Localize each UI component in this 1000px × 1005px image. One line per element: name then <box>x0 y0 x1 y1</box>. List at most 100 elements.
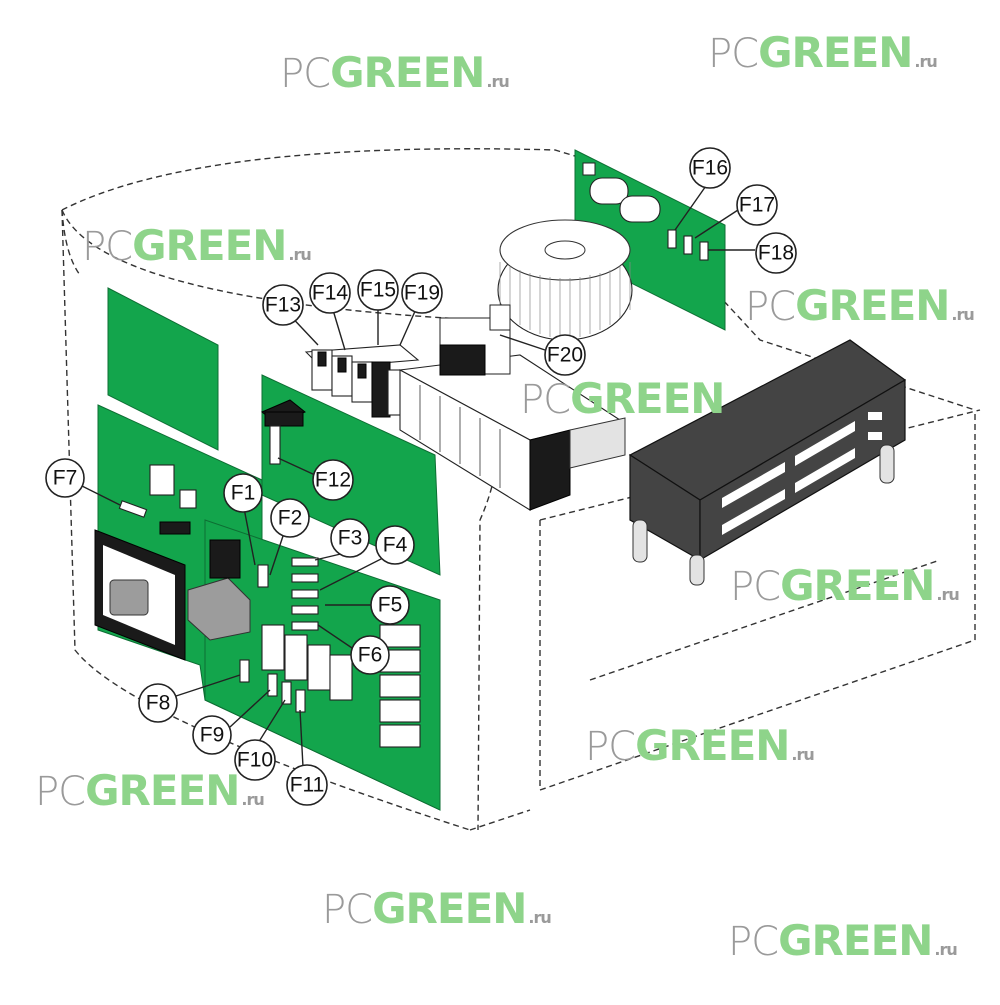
callout-f7-label: F7 <box>53 467 78 490</box>
watermark-prefix: PC <box>728 919 779 965</box>
watermark-suffix: .ru <box>528 908 551 927</box>
callout-f7: F7 <box>45 458 85 498</box>
watermark: PCGREEN.ru <box>728 919 958 965</box>
callout-f6: F6 <box>350 635 390 675</box>
watermark: PCGREEN.ru <box>730 564 960 610</box>
callout-f7-circle <box>45 458 85 498</box>
watermark-suffix: .ru <box>914 52 937 71</box>
callout-f14-circle <box>309 272 351 314</box>
callout-f18-circle <box>755 232 797 274</box>
callout-f2-circle <box>270 498 310 538</box>
watermark: PCGREEN.ru <box>82 224 312 270</box>
callout-f12: F12 <box>312 459 354 501</box>
watermark-prefix: PC <box>322 887 373 933</box>
power-supply-module <box>628 339 907 586</box>
pcb-panel-upper-left <box>107 287 219 451</box>
callout-f18: F18 <box>755 232 797 274</box>
callout-f17-label: F17 <box>739 194 775 217</box>
callout-f15-label: F15 <box>360 279 396 302</box>
terminal-block-row <box>398 304 626 511</box>
watermark-prefix: PC <box>745 284 796 330</box>
callout-f14: F14 <box>309 272 351 314</box>
watermark-suffix: .ru <box>241 790 264 809</box>
fuse-f16 <box>667 229 677 249</box>
callout-f17: F17 <box>736 184 778 226</box>
callout-f16-circle <box>689 147 731 189</box>
watermark-brand: GREEN <box>635 721 790 770</box>
callout-f10: F10 <box>234 739 276 781</box>
watermark-brand: GREEN <box>570 374 725 423</box>
callout-f8-label: F8 <box>146 692 171 715</box>
callout-f2-label: F2 <box>278 507 303 530</box>
watermark: PCGREEN.ru <box>585 724 815 770</box>
callout-f11: F11 <box>286 764 328 806</box>
watermark-prefix: PC <box>730 564 781 610</box>
callout-f5-circle <box>370 585 410 625</box>
callout-f14-label: F14 <box>312 282 349 305</box>
callout-f1-label: F1 <box>231 482 256 505</box>
callout-f20-label: F20 <box>547 344 583 367</box>
callout-f1-circle <box>223 473 263 513</box>
callout-f9-label: F9 <box>200 724 225 747</box>
callout-f6-circle <box>350 635 390 675</box>
callout-f19-circle <box>401 272 443 314</box>
watermark-suffix: .ru <box>288 245 311 264</box>
callout-f5-label: F5 <box>378 594 403 617</box>
fuse-f18 <box>699 241 709 261</box>
callout-f19: F19 <box>401 272 443 314</box>
callout-f10-circle <box>234 739 276 781</box>
callout-f20: F20 <box>544 334 586 376</box>
watermark-brand: GREEN <box>780 561 935 610</box>
watermark-brand: GREEN <box>85 766 240 815</box>
watermark-prefix: PC <box>35 769 86 815</box>
watermark: PCGREEN <box>520 377 725 423</box>
callout-f19-label: F19 <box>404 282 440 305</box>
callout-f12-circle <box>312 459 354 501</box>
watermark-suffix: .ru <box>934 940 957 959</box>
callout-f12-label: F12 <box>315 469 351 492</box>
watermark-suffix: .ru <box>791 745 814 764</box>
watermark-prefix: PC <box>82 224 133 270</box>
fuse-f17 <box>683 235 693 255</box>
callout-f3-label: F3 <box>338 527 363 550</box>
watermark: PCGREEN.ru <box>35 769 265 815</box>
callout-f4: F4 <box>375 525 415 565</box>
watermark: PCGREEN.ru <box>322 887 552 933</box>
callout-f5: F5 <box>370 585 410 625</box>
callout-f6-label: F6 <box>358 644 383 667</box>
fuse-column <box>291 557 319 631</box>
watermark-prefix: PC <box>708 31 759 77</box>
callout-f4-circle <box>375 525 415 565</box>
watermark-suffix: .ru <box>951 305 974 324</box>
callout-f16-label: F16 <box>692 157 728 180</box>
watermark-brand: GREEN <box>795 281 950 330</box>
watermark-brand: GREEN <box>778 916 933 965</box>
callout-f2: F2 <box>270 498 310 538</box>
left-panel-components <box>94 399 421 748</box>
callout-f9-circle <box>192 715 232 755</box>
callout-f10-label: F10 <box>237 749 273 772</box>
watermark-suffix: .ru <box>486 72 509 91</box>
watermark: PCGREEN.ru <box>745 284 975 330</box>
watermark-brand: GREEN <box>372 884 527 933</box>
watermark-prefix: PC <box>520 377 571 423</box>
callout-f8: F8 <box>138 683 178 723</box>
watermark-suffix: .ru <box>936 585 959 604</box>
callout-f11-circle <box>286 764 328 806</box>
callout-f9: F9 <box>192 715 232 755</box>
callout-f17-circle <box>736 184 778 226</box>
callout-f3-circle <box>330 518 370 558</box>
transformer-board <box>497 149 726 341</box>
watermark-brand: GREEN <box>330 48 485 97</box>
callout-f13-circle <box>262 284 304 326</box>
callout-f11-label: F11 <box>290 774 325 797</box>
capacitor-1 <box>589 177 629 205</box>
watermark-prefix: PC <box>585 724 636 770</box>
callout-f13-label: F13 <box>265 294 301 317</box>
watermark-prefix: PC <box>280 51 331 97</box>
callout-f20-circle <box>544 334 586 376</box>
watermark: PCGREEN.ru <box>708 31 938 77</box>
callout-f1: F1 <box>223 473 263 513</box>
